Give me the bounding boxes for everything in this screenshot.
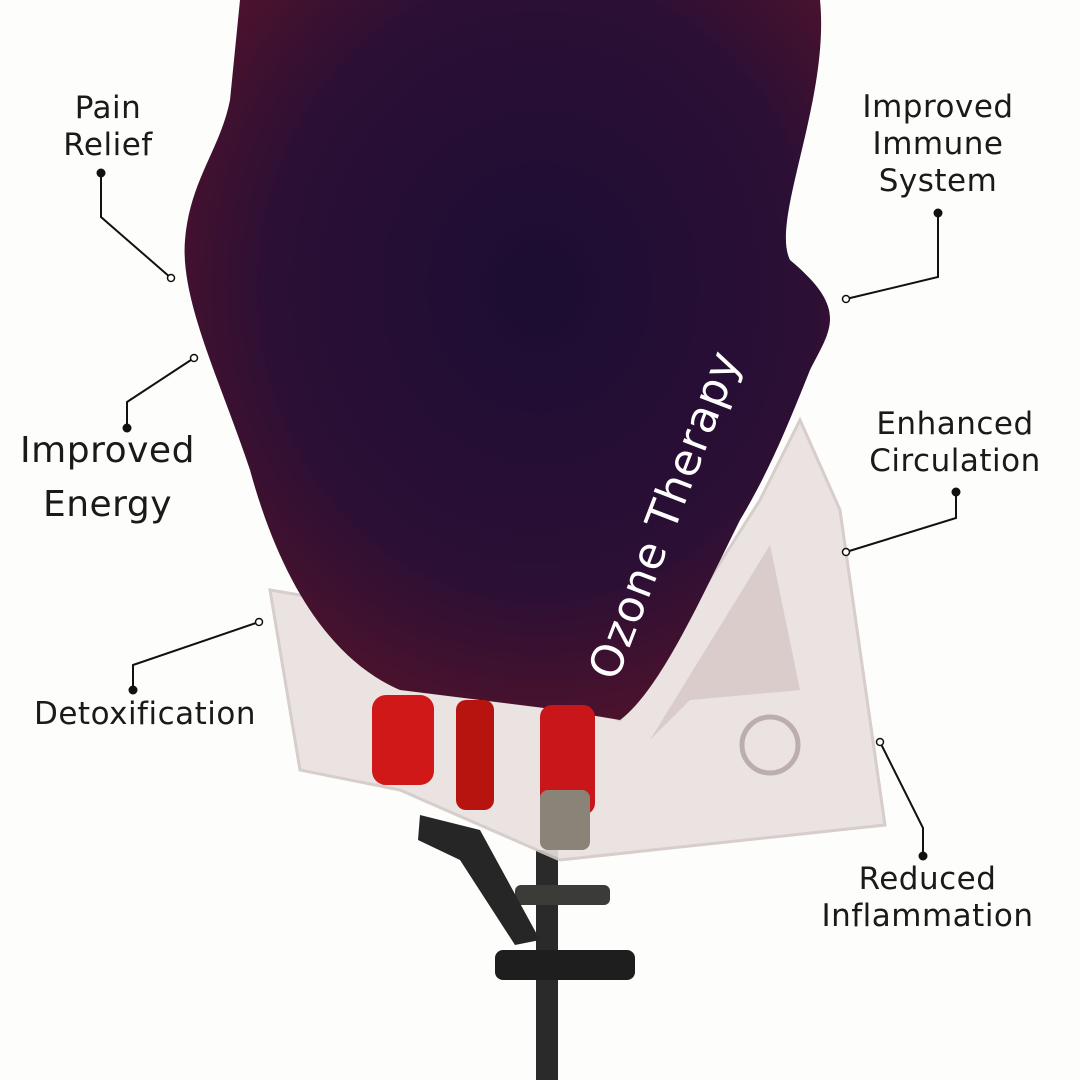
label-line: Immune [872, 126, 1004, 163]
label-line: Inflammation [821, 898, 1034, 935]
label-line: Circulation [869, 443, 1041, 480]
blood-bag [184, 0, 831, 720]
label-immune-system: Improved Immune System [838, 89, 1038, 201]
label-detoxification: Detoxification [15, 696, 275, 733]
label-line: Pain [74, 90, 142, 126]
label-line: Enhanced [876, 406, 1034, 442]
label-circulation: Enhanced Circulation [850, 406, 1060, 480]
tube [372, 695, 434, 785]
label-line: Improved [862, 89, 1014, 125]
label-improved-energy: Improved Energy [5, 424, 210, 532]
label-inflammation: Reduced Inflammation [800, 861, 1055, 935]
label-line: Relief [63, 127, 153, 164]
label-line: Detoxification [33, 696, 257, 732]
label-line: Energy [42, 484, 173, 525]
label-line: Improved [20, 430, 195, 471]
label-pain-relief: Pain Relief [48, 90, 168, 164]
label-line: System [878, 163, 998, 200]
label-line: Reduced [858, 861, 997, 897]
